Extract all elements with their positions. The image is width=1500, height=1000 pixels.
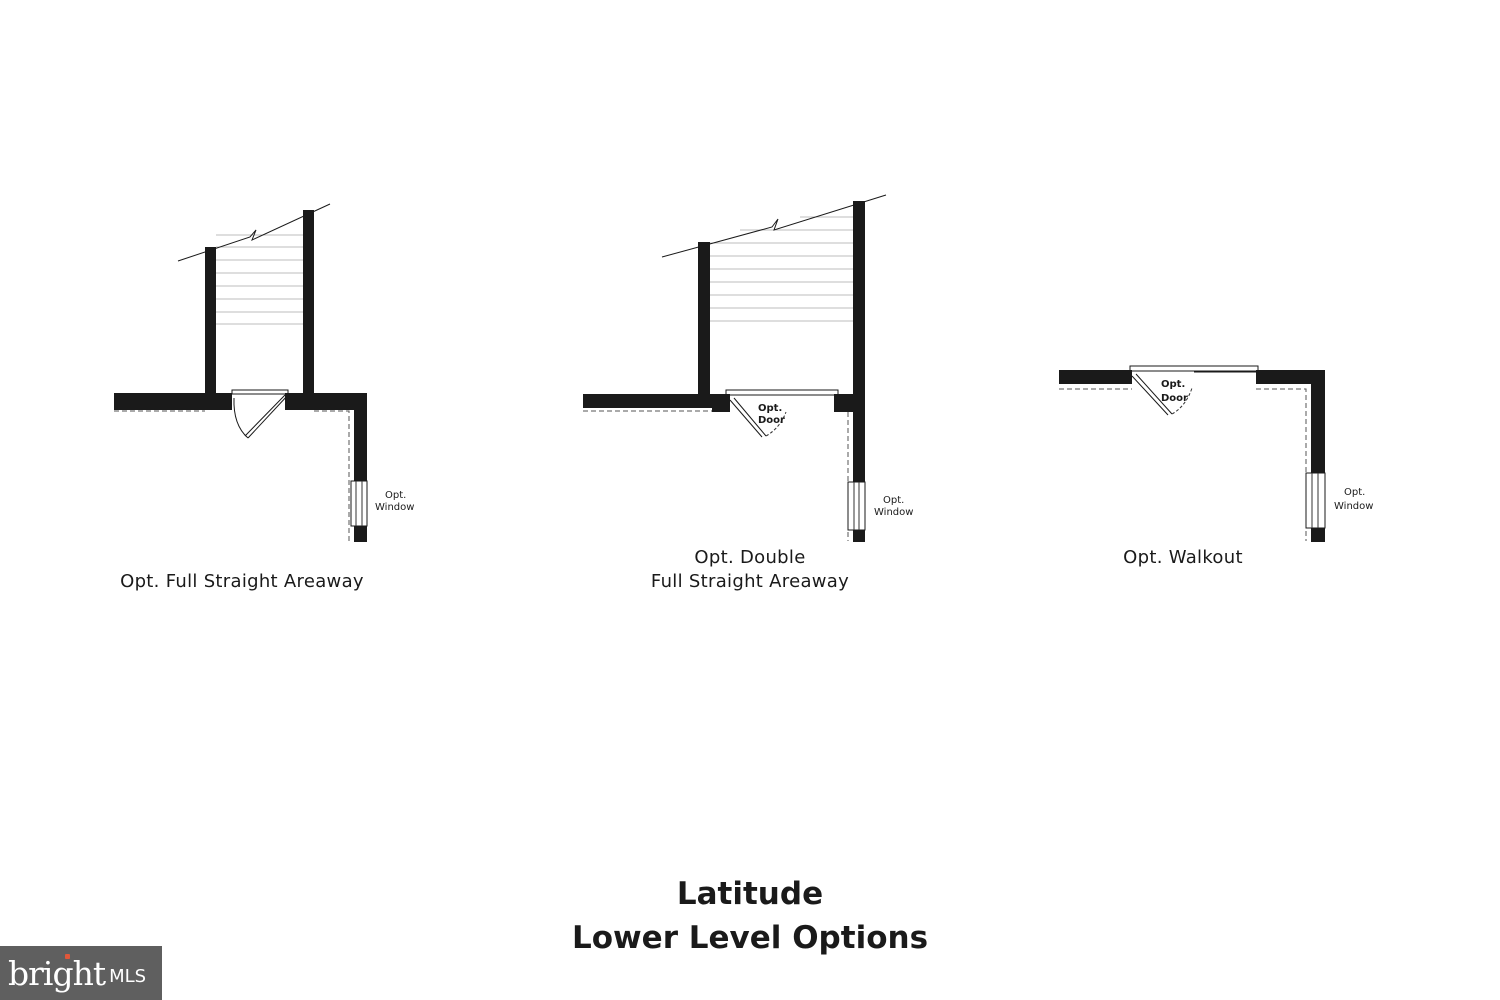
- door-symbol: [725, 389, 839, 438]
- foundation-wall-right-stub: [834, 394, 865, 412]
- plan-title: Latitude Lower Level Options: [0, 872, 1500, 960]
- foundation-wall-left: [114, 393, 232, 410]
- caption-full-straight-areaway: Opt. Full Straight Areaway: [104, 570, 380, 594]
- diagram-double-full-straight-areaway: Opt. Door Opt. Window: [583, 194, 913, 542]
- break-line: [661, 194, 887, 258]
- watermark-suffix: MLS: [109, 965, 147, 987]
- window-symbol: [350, 480, 368, 527]
- foundation-wall-right: [285, 393, 367, 410]
- window-label-line-1: Opt.: [883, 495, 904, 506]
- caption-line-1: Opt. Walkout: [1123, 547, 1243, 568]
- foundation-wall-right: [1256, 370, 1325, 384]
- stair-treads: [216, 234, 303, 325]
- foundation-wall-bottom: [853, 530, 865, 542]
- window-label-line-2: Window: [874, 507, 913, 518]
- caption-line-1: Opt. Double: [694, 547, 806, 568]
- foundation-wall-corner: [354, 393, 367, 481]
- bright-mls-watermark: bright MLS: [0, 946, 162, 1000]
- areaway-right-wall: [853, 201, 865, 482]
- window-symbol: [1305, 472, 1326, 529]
- caption-line-2: Full Straight Areaway: [650, 571, 850, 592]
- diagram-full-straight-areaway: Opt. Window: [114, 203, 414, 542]
- break-line: [177, 203, 331, 262]
- window-label-line-2: Window: [1334, 501, 1373, 512]
- title-line-2: Lower Level Options: [571, 920, 929, 956]
- door-label-line-2: Door: [1161, 393, 1188, 404]
- caption-line-1: Opt. Full Straight Areaway: [120, 571, 364, 592]
- areaway-right-wall: [303, 210, 314, 410]
- areaway-left-wall: [698, 242, 710, 408]
- door-label-line-1: Opt.: [1161, 379, 1185, 390]
- window-label-line-1: Opt.: [385, 490, 406, 501]
- door-label-line-1: Opt.: [758, 403, 782, 414]
- areaway-left-wall: [205, 247, 216, 410]
- window-symbol: [847, 481, 866, 531]
- foundation-wall-bottom: [1311, 528, 1325, 542]
- foundation-wall-left-stub: [712, 394, 730, 412]
- caption-double-full-straight-areaway: Opt. Double Full Straight Areaway: [620, 546, 880, 594]
- window-label-line-1: Opt.: [1344, 487, 1365, 498]
- caption-walkout: Opt. Walkout: [1103, 546, 1263, 570]
- door-symbol: [1129, 365, 1259, 416]
- swing-door: [231, 389, 289, 439]
- foundation-wall-bottom: [354, 526, 367, 542]
- stair-treads: [710, 216, 853, 322]
- foundation-wall-left: [1059, 370, 1132, 384]
- foundation-wall-corner: [1311, 370, 1325, 473]
- watermark-brand: bright: [8, 953, 106, 993]
- foundation-wall-left: [583, 394, 729, 408]
- diagram-walkout: Opt. Door Opt. Window: [1059, 365, 1373, 542]
- door-label-line-2: Door: [758, 415, 785, 426]
- window-label-line-2: Window: [375, 502, 414, 513]
- title-line-1: Latitude: [676, 876, 824, 912]
- watermark-accent-icon: [65, 954, 70, 959]
